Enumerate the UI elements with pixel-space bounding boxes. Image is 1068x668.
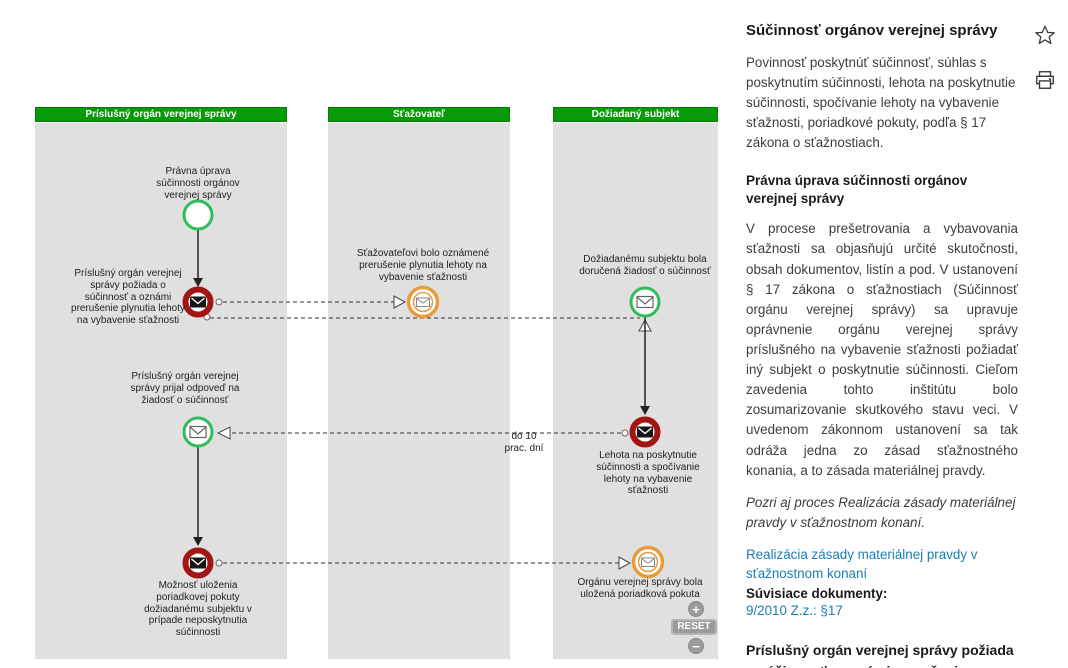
sequence-flow xyxy=(193,447,203,546)
message-icon xyxy=(641,557,655,567)
section-body: V procese prešetrovania a vybavovania sť… xyxy=(746,221,1018,478)
message-icon xyxy=(636,295,654,309)
message-flow xyxy=(215,295,407,309)
message-throw-event[interactable] xyxy=(182,547,214,579)
message-end-event[interactable] xyxy=(631,545,665,579)
message-catch-event[interactable] xyxy=(629,286,661,318)
favorite-star-icon[interactable] xyxy=(1034,24,1060,51)
document-link[interactable]: 9/2010 Z.z.: §17 xyxy=(746,602,843,618)
message-throw-event[interactable] xyxy=(182,286,214,318)
sequence-flow xyxy=(193,230,203,287)
panel-title: Súčinnosť orgánov verejnej správy xyxy=(746,22,998,39)
section-title: Právna úprava súčinnosti orgánov verejne… xyxy=(746,172,968,207)
node-label-notified: Sťažovateľovi bolo oznámené prerušenie p… xyxy=(356,248,490,283)
message-throw-event[interactable] xyxy=(629,416,661,448)
node-label-deadline: Lehota na poskytnutie súčinnosti a spočí… xyxy=(596,450,700,497)
message-flow xyxy=(215,556,632,570)
edge-label-deadline: do 10 prac. dní xyxy=(504,431,544,454)
node-label-delivered: Dožiadanému subjektu bola doručená žiado… xyxy=(579,254,711,277)
panel-intro: Povinnosť poskytnúť súčinnosť, súhlas s … xyxy=(746,55,1016,151)
lane-stazovatel: Sťažovateľ xyxy=(328,107,510,659)
zoom-out-button[interactable]: − xyxy=(688,638,704,654)
next-section-title: Príslušný orgán verejnej správy požiada … xyxy=(746,642,1014,668)
message-catch-event[interactable] xyxy=(182,416,214,448)
related-docs-label: Súvisiace dokumenty: xyxy=(746,585,888,601)
process-diagram xyxy=(182,199,665,579)
message-icon xyxy=(416,297,430,307)
lane-header: Sťažovateľ xyxy=(328,107,510,122)
node-label-response: Príslušný orgán verejnej správy prijal o… xyxy=(130,371,240,406)
node-label-start: Právna úprava súčinnosti orgánov verejne… xyxy=(156,166,240,201)
lane-body xyxy=(328,123,510,659)
info-panel: Súčinnosť orgánov verejnej správy Povinn… xyxy=(746,16,1018,668)
node-label-fine-option: Možnosť uloženia poriadkovej pokuty doži… xyxy=(144,580,252,639)
lane-body xyxy=(35,123,287,659)
see-also-note: Pozri aj proces Realizácia zásady materi… xyxy=(746,494,1016,530)
message-icon xyxy=(637,426,653,438)
lane-prislusny-organ: Príslušný orgán verejnej správy xyxy=(35,107,287,659)
node-label-fine-imposed: Orgánu verejnej správy bola uložená pori… xyxy=(577,577,703,600)
message-flow xyxy=(216,426,629,440)
message-icon xyxy=(190,557,206,569)
sequence-flow xyxy=(640,317,650,415)
print-icon[interactable] xyxy=(1034,69,1060,96)
lane-header: Dožiadaný subjekt xyxy=(553,107,718,122)
process-link[interactable]: Realizácia zásady materiálnej pravdy v s… xyxy=(746,546,978,582)
lane-header: Príslušný orgán verejnej správy xyxy=(35,107,287,122)
zoom-in-button[interactable]: + xyxy=(688,601,704,617)
start-event[interactable] xyxy=(182,199,214,231)
message-icon xyxy=(189,425,207,439)
node-label-request: Príslušný orgán verejnej správy požiada … xyxy=(71,268,185,327)
message-icon xyxy=(190,296,206,308)
panel-actions xyxy=(1034,24,1060,114)
zoom-reset-button[interactable]: RESET xyxy=(671,619,717,635)
message-end-event[interactable] xyxy=(406,285,440,319)
